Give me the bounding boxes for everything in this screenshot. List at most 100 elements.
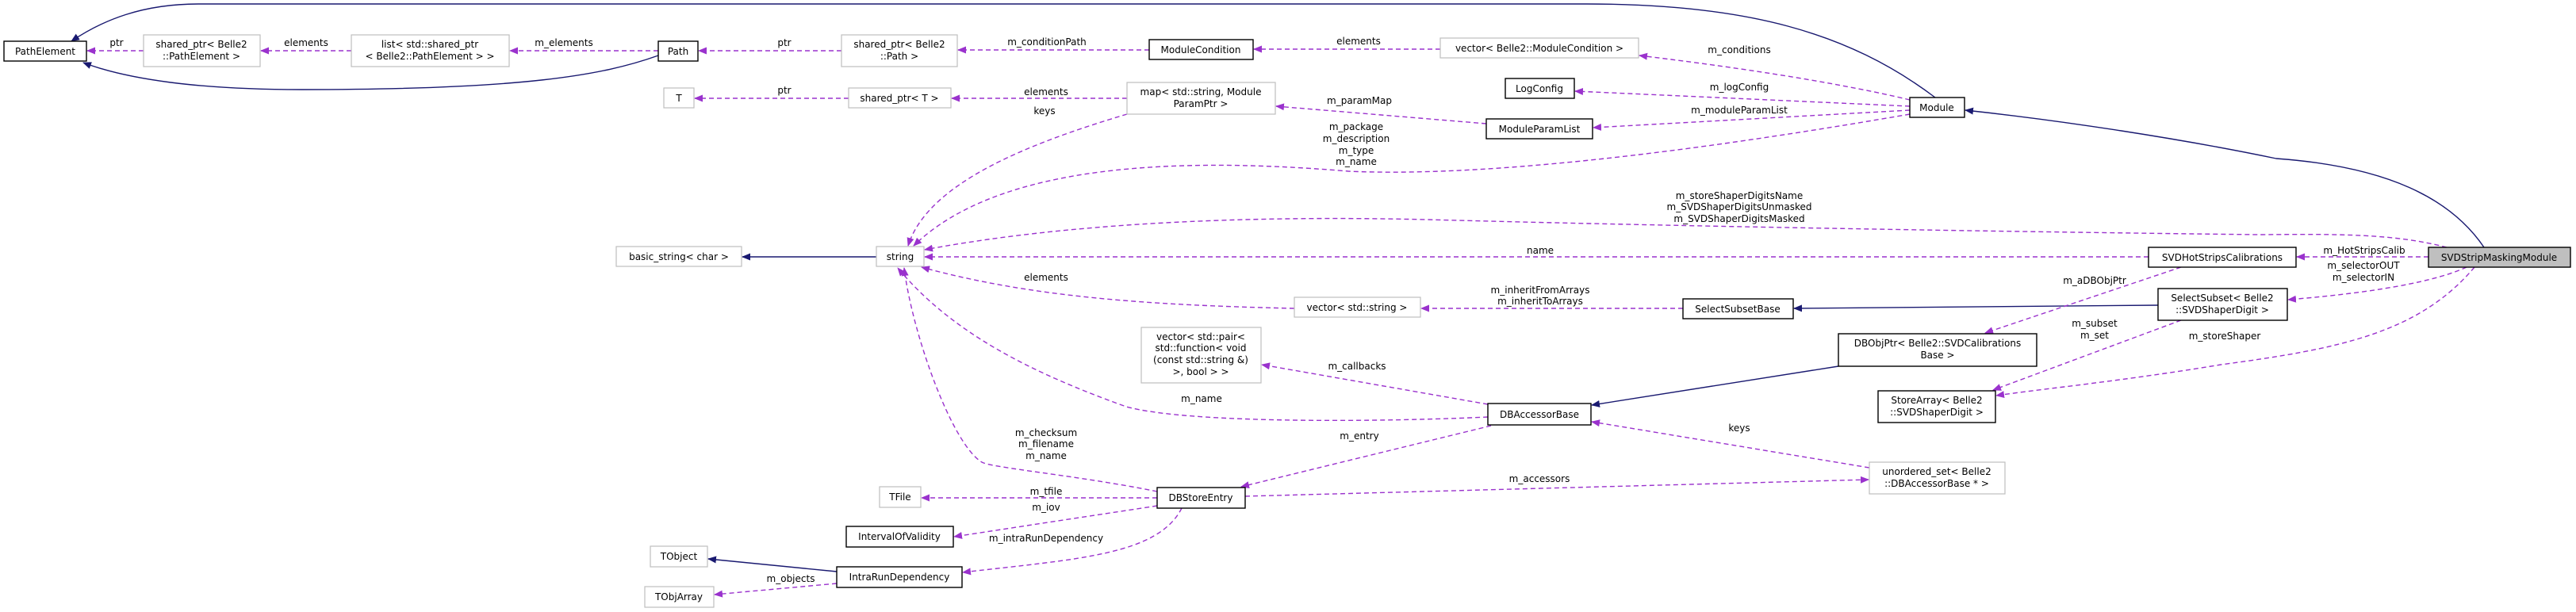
node-label: LogConfig <box>1516 83 1563 94</box>
edge-label: m_subset <box>2072 318 2118 329</box>
edge-label: m_logConfig <box>1710 82 1769 93</box>
node-basic-string: basic_string< char > <box>615 246 742 267</box>
node-intervalofvalidity[interactable]: IntervalOfValidity <box>845 526 954 548</box>
node-path[interactable]: Path <box>657 40 699 62</box>
node-label: TObjArray <box>654 591 703 602</box>
node-label: basic_string< char > <box>629 251 729 262</box>
node-label: ::SVDShaperDigit > <box>2175 304 2269 316</box>
node-label: < Belle2::PathElement > > <box>365 51 494 62</box>
edge-label: m_objects <box>767 573 815 584</box>
edge-label: m_description <box>1323 133 1390 144</box>
edge-label: m_callbacks <box>1328 361 1386 372</box>
node-label: TObject <box>660 551 698 562</box>
edge-label: elements <box>1336 36 1381 47</box>
edge-intrarun-inherits-tobject <box>707 556 838 572</box>
node-logconfig[interactable]: LogConfig <box>1505 78 1575 99</box>
node-label: IntervalOfValidity <box>858 531 941 542</box>
node-label: StoreArray< Belle2 <box>1891 395 1982 406</box>
node-shared-ptr-pathelement: shared_ptr< Belle2 ::PathElement > <box>143 34 261 67</box>
node-pathelement[interactable]: PathElement <box>3 40 87 62</box>
edge-label: m_filename <box>1018 438 1074 449</box>
node-tobject: TObject <box>650 545 708 568</box>
node-t: T <box>663 87 695 109</box>
edge-labels: ptr elements m_elements ptr m_conditionP… <box>109 36 2405 584</box>
node-label: std::function< void <box>1156 342 1247 354</box>
edge-m-subset-set <box>1992 319 2182 391</box>
edge-label: m_checksum <box>1015 427 1077 438</box>
node-label: ::PathElement > <box>163 51 240 62</box>
node-module[interactable]: Module <box>1909 97 1965 118</box>
edge-label: m_tfile <box>1030 486 1063 497</box>
edge-label: m_aDBObjPtr <box>2063 275 2126 286</box>
node-label: ParamPtr > <box>1174 98 1229 109</box>
edge-label: m_entry <box>1340 430 1378 442</box>
node-shared-ptr-path: shared_ptr< Belle2 ::Path > <box>841 34 958 67</box>
edge-label: elements <box>284 37 328 48</box>
edge-keys-map <box>907 113 1128 247</box>
node-shared-ptr-t: shared_ptr< T > <box>848 87 952 109</box>
edge-label: m_name <box>1181 393 1222 404</box>
edge-m-selectors <box>2287 266 2467 303</box>
node-label: >, bool > > <box>1172 366 1229 377</box>
edge-elements-vecstring <box>921 266 1295 309</box>
edge-label: keys <box>1033 105 1055 117</box>
edge-label: m_name <box>1025 450 1067 461</box>
node-storearray[interactable]: StoreArray< Belle2 ::SVDShaperDigit > <box>1877 390 1996 423</box>
node-label: vector< std::string > <box>1307 302 1408 313</box>
usage-edges <box>86 45 2475 598</box>
node-label: SelectSubsetBase <box>1695 304 1780 315</box>
edge-dbstore-strings <box>901 267 1158 492</box>
node-label: SelectSubset< Belle2 <box>2171 293 2273 304</box>
edge-dbobjptr-inherits-dbaccessorbase <box>1591 365 1839 407</box>
edge-label: name <box>1527 245 1554 256</box>
node-label: vector< Belle2::ModuleCondition > <box>1455 43 1623 54</box>
edge-label: m_SVDShaperDigitsUnmasked <box>1667 201 1812 212</box>
node-label: Path <box>668 46 688 57</box>
node-intrarundependency[interactable]: IntraRunDependency <box>836 566 963 588</box>
edge-module-strings <box>913 113 1911 247</box>
node-selectsubsetbase[interactable]: SelectSubsetBase <box>1682 298 1794 319</box>
edge-label: m_name <box>1336 156 1377 167</box>
node-label: shared_ptr< Belle2 <box>853 39 945 50</box>
edge-path-inherits-pathelement <box>82 55 659 90</box>
node-dbstoreentry[interactable]: DBStoreEntry <box>1156 487 1246 509</box>
node-vector-modulecondition: vector< Belle2::ModuleCondition > <box>1439 37 1639 59</box>
node-svdstripmaskingmodule: SVDStripMaskingModule <box>2428 247 2571 268</box>
node-list-shared-ptr: list< std::shared_ptr < Belle2::PathElem… <box>351 34 510 67</box>
edge-label: m_inheritToArrays <box>1497 296 1583 307</box>
edge-m-iov <box>953 505 1158 539</box>
inheritance-edges <box>71 3 2485 572</box>
node-dbobjptr[interactable]: DBObjPtr< Belle2::SVDCalibrations Base > <box>1838 333 2037 367</box>
edge-label: m_storeShaperDigitsName <box>1676 190 1803 201</box>
node-label: SVDHotStripsCalibrations <box>2162 252 2283 263</box>
node-label: DBObjPtr< Belle2::SVDCalibrations <box>1854 338 2021 349</box>
node-label: vector< std::pair< <box>1156 331 1245 342</box>
edge-label: m_storeShaper <box>2189 331 2261 342</box>
node-selectsubset[interactable]: SelectSubset< Belle2 ::SVDShaperDigit > <box>2157 288 2288 321</box>
node-label: shared_ptr< T > <box>860 93 938 104</box>
edge-module-inherits-pathelement <box>71 3 1936 98</box>
edge-m-moduleparamlist <box>1593 109 1911 131</box>
node-dbaccessorbase[interactable]: DBAccessorBase <box>1487 403 1592 426</box>
edge-m-storeshaper <box>1995 266 2475 399</box>
edge-label: m_intraRunDependency <box>989 533 1103 544</box>
node-vector-pair: vector< std::pair< std::function< void (… <box>1140 327 1262 384</box>
node-moduleparamlist[interactable]: ModuleParamList <box>1485 118 1593 140</box>
node-svdhotstripscalibrations[interactable]: SVDHotStripsCalibrations <box>2148 247 2297 268</box>
edge-m-objects <box>714 583 838 598</box>
node-modulecondition[interactable]: ModuleCondition <box>1148 39 1254 60</box>
node-label: PathElement <box>15 46 75 57</box>
edge-label: m_package <box>1329 121 1383 132</box>
edge-m-conditions <box>1639 52 1911 101</box>
edge-label: m_paramMap <box>1327 95 1392 106</box>
edge-keys-unordered <box>1591 419 1870 469</box>
node-label: shared_ptr< Belle2 <box>155 39 247 50</box>
edge-label: m_inheritFromArrays <box>1491 285 1590 296</box>
edge-svdstrip-inherits-module <box>1965 107 2485 248</box>
edge-label: m_elements <box>535 37 592 48</box>
node-map-param: map< std::string, Module ParamPtr > <box>1126 82 1276 115</box>
edge-m-name-dbaccessor <box>897 267 1489 422</box>
node-string: string <box>876 246 925 267</box>
node-label: ::DBAccessorBase * > <box>1884 478 1989 489</box>
